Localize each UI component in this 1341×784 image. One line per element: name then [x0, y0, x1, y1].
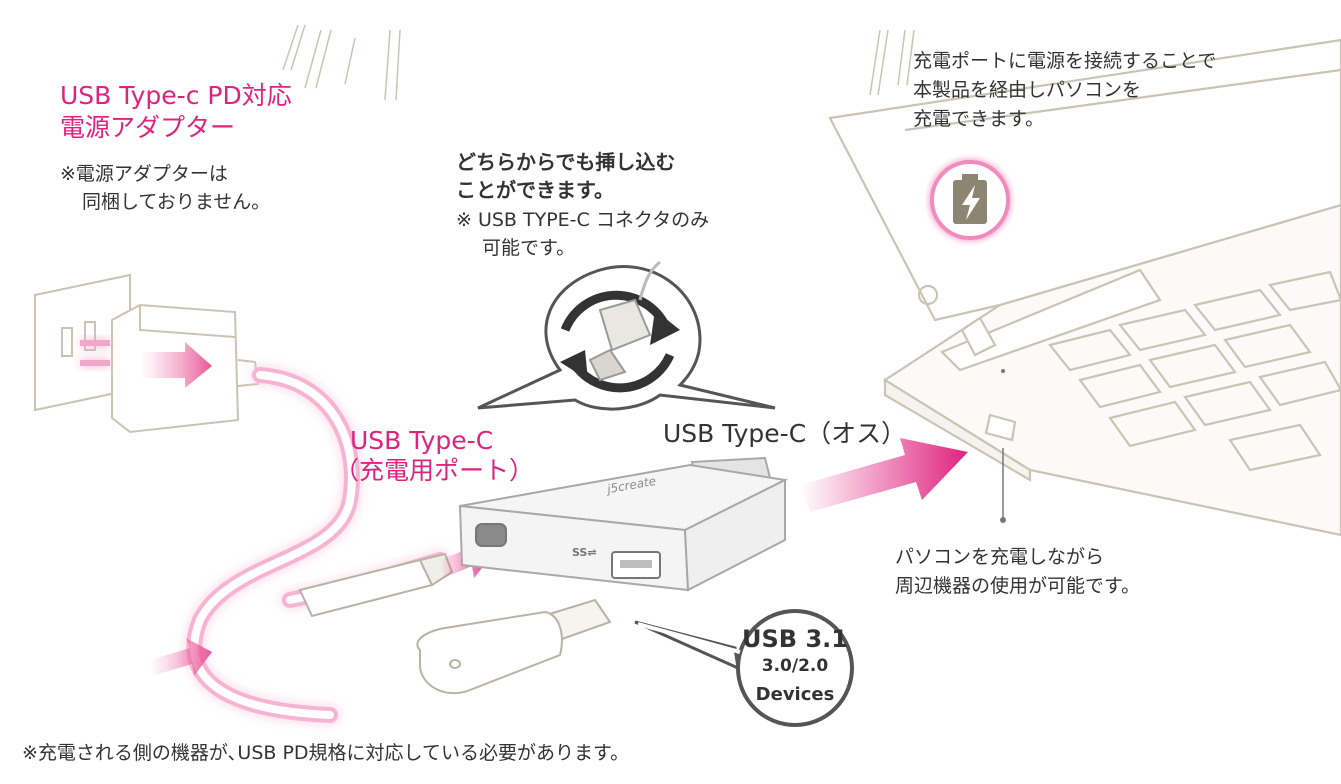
reversible-note-line2: 可能です。 — [482, 237, 576, 259]
device-ss-mark: SS⇌ — [572, 546, 597, 559]
usb-badge-line3: Devices — [755, 684, 835, 705]
usb-badge-line1: USB 3.1 — [742, 625, 848, 653]
cable-arrow-bottom — [150, 638, 212, 676]
footer-note: ※充電される側の機器が､USB PD規格に対応している必要があります。 — [22, 742, 630, 764]
laptop-use-line2: 周辺機器の使用が可能です。 — [895, 575, 1141, 597]
adapter-prongs — [80, 340, 110, 366]
hub-device-icon — [458, 456, 789, 592]
adapter-arrow — [140, 342, 212, 388]
reversible-note-line1: ※ USB TYPE-C コネクタのみ — [456, 209, 710, 231]
usb-flash-drive-icon — [416, 598, 612, 695]
male-connector-label: USB Type-C（オス） — [663, 419, 907, 448]
adapter-note-line2: 同梱しておりません。 — [82, 191, 271, 213]
laptop-charge-line3: 充電できます。 — [913, 108, 1045, 130]
battery-charging-icon — [922, 152, 1018, 248]
adapter-note-line1: ※電源アダプターは — [60, 163, 228, 185]
reversible-line2: ことができます。 — [456, 178, 614, 202]
usb-badge-line2: 3.0/2.0 — [761, 656, 829, 676]
charge-port-line1: USB Type-C — [350, 426, 494, 455]
laptop-charge-line2: 本製品を経由しパソコンを — [913, 79, 1142, 101]
type-c-plug — [298, 552, 454, 618]
decorative-slashes — [282, 24, 915, 101]
reversible-line1: どちらからでも挿し込む — [456, 150, 676, 174]
usb-badge-bubble — [634, 609, 854, 727]
laptop-icon — [828, 38, 1341, 537]
laptop-arrow — [800, 438, 968, 512]
rotate-arrows-icon — [560, 260, 680, 393]
adapter-title-line2: 電源アダプター — [60, 113, 236, 142]
laptop-charge-line1: 充電ポートに電源を接続することで — [913, 50, 1217, 72]
laptop-use-line1: パソコンを充電しながら — [895, 546, 1105, 568]
adapter-title-line1: USB Type-c PD対応 — [60, 81, 292, 110]
charge-port-line2: （充電用ポート） — [334, 456, 535, 485]
